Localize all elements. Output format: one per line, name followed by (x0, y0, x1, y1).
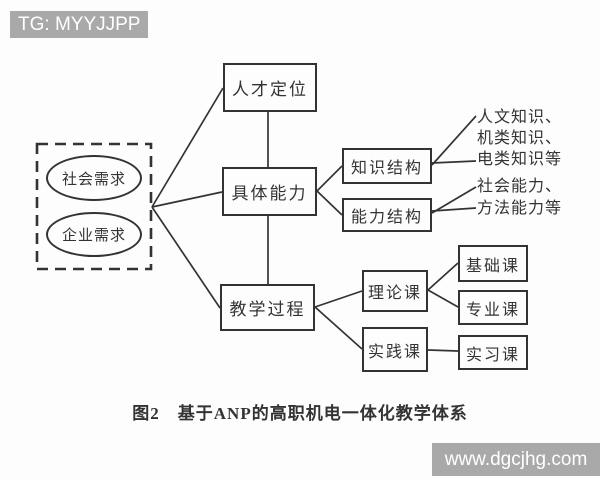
node-knowledge-structure: 知识结构 (342, 148, 432, 184)
edge-needs-process (151, 206, 221, 309)
node-basic-course-label: 基础课 (465, 257, 520, 275)
edge-knowledge-structure-note-top (431, 115, 477, 166)
node-internship-course: 实习课 (458, 335, 528, 370)
node-specific-ability-label: 具体能力 (231, 184, 308, 203)
edge-ability-structure-note-bottom (431, 207, 477, 212)
node-teaching-process-label: 教学过程 (229, 300, 306, 319)
needs-group-dashed-frame (35, 142, 153, 271)
node-internship-course-label: 实习课 (465, 346, 520, 364)
node-enterprise-needs-label: 企业需求 (61, 228, 126, 244)
website-watermark-text: www.dgcjhg.com (444, 448, 588, 470)
node-ability-structure: 能力结构 (342, 198, 432, 232)
website-watermark-badge: www.dgcjhg.com (432, 443, 600, 476)
knowledge-items-note: 人文知识、 机类知识、 电类知识等 (477, 107, 562, 170)
telegram-watermark-badge: TG: MYYJJPP (10, 11, 148, 38)
node-talent-positioning: 人才定位 (223, 63, 317, 112)
knowledge-note-line-1: 人文知识、 (477, 109, 563, 126)
node-basic-course: 基础课 (458, 245, 528, 282)
node-ability-structure-label: 能力结构 (350, 209, 423, 226)
node-social-needs: 社会需求 (46, 155, 142, 201)
ability-note-line-2: 方法能力等 (477, 200, 563, 217)
node-major-course-label: 专业课 (465, 301, 520, 319)
telegram-watermark-text: TG: MYYJJPP (18, 13, 141, 35)
edge-knowledge-structure-note-bottom (431, 160, 477, 164)
ability-items-note: 社会能力、 方法能力等 (477, 176, 562, 220)
edge-ability-ability-structure (316, 190, 343, 216)
node-major-course: 专业课 (458, 290, 528, 325)
edge-ability-knowledge-structure (316, 165, 343, 192)
node-teaching-process: 教学过程 (220, 284, 315, 331)
knowledge-note-line-3: 电类知识等 (477, 151, 563, 168)
node-social-needs-label: 社会需求 (61, 171, 126, 188)
edge-practice-internship (427, 349, 459, 352)
node-knowledge-structure-label: 知识结构 (350, 160, 423, 177)
edge-ability-structure-note-top (431, 186, 477, 214)
knowledge-note-line-2: 机类知识、 (477, 130, 563, 147)
edge-needs-ability (151, 191, 223, 208)
edge-needs-talent (151, 87, 224, 208)
node-enterprise-needs: 企业需求 (46, 212, 142, 257)
node-theory-course-label: 理论课 (367, 285, 422, 302)
edge-process-theory (314, 290, 363, 308)
figure-caption: 图2 基于ANP的高职机电一体化教学体系 (132, 404, 468, 423)
node-theory-course: 理论课 (362, 270, 428, 312)
node-specific-ability: 具体能力 (222, 167, 317, 216)
edge-theory-major (427, 289, 459, 308)
edge-process-practice (314, 306, 363, 350)
edge-theory-basic (427, 262, 459, 291)
ability-note-line-1: 社会能力、 (477, 178, 563, 195)
node-practice-course-label: 实践课 (367, 343, 422, 361)
node-practice-course: 实践课 (362, 327, 428, 372)
node-talent-positioning-label: 人才定位 (232, 80, 308, 99)
